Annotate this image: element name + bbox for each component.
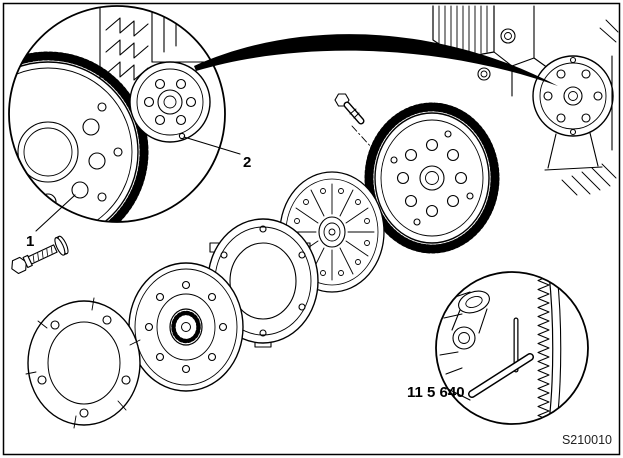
crankshaft-flange-detail [129, 61, 211, 143]
hatching-upper-right [599, 19, 619, 43]
crankshaft-flange [532, 55, 614, 137]
locking-tool-pin [468, 317, 534, 398]
ring-gear-segment [537, 273, 562, 423]
axis-centerline [351, 125, 373, 149]
flywheel-bolt [334, 93, 373, 149]
callout-2-label: 2 [243, 154, 251, 171]
mounting-bolt-and-washer [11, 235, 69, 275]
ring-gear-teeth [364, 102, 500, 254]
hatching-lower [561, 163, 617, 196]
callout-1-leader [35, 194, 76, 232]
bell-housing-detail [439, 290, 490, 401]
clutch-disc [128, 262, 244, 392]
detail-circle-right [435, 271, 589, 425]
hub-splines [171, 310, 201, 344]
retaining-plate [25, 297, 141, 429]
callout-2-leader [183, 136, 241, 155]
hatched-band [432, 5, 495, 59]
engine-block-rear-view [432, 5, 619, 196]
tool-number-label: 11 5 640 [407, 384, 465, 401]
magnify-swoosh-arrow [194, 34, 558, 86]
detail-circle-left [8, 5, 226, 223]
callout-1-label: 1 [26, 233, 34, 250]
bolt-hex-head [11, 256, 27, 275]
dowel-hole [178, 132, 186, 140]
flywheel-detail [9, 51, 149, 222]
flywheel [364, 102, 500, 254]
ring-gear-teeth-detail [9, 51, 149, 222]
drawing-number-label: S210010 [562, 433, 612, 447]
detail-view-flywheel-installed [9, 6, 211, 222]
detail-view-locking-tool [439, 273, 562, 423]
